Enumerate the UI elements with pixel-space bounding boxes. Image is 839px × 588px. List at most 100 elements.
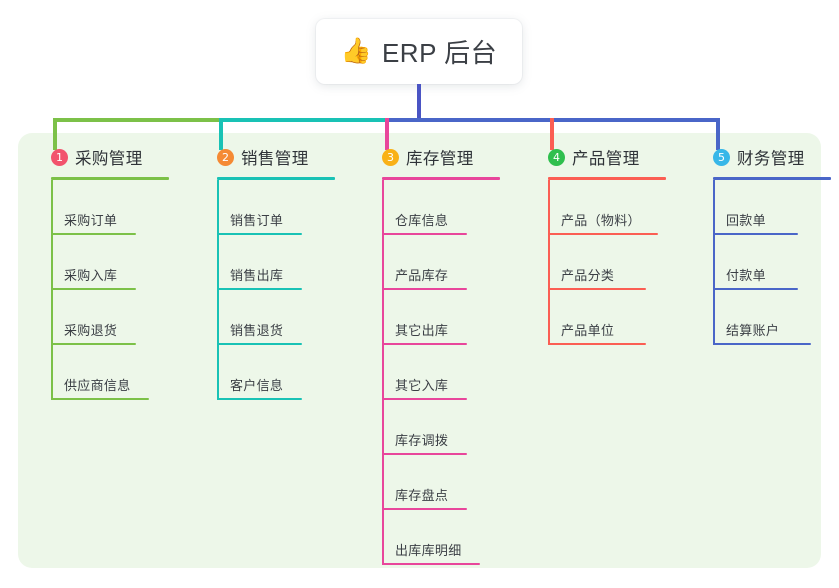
leaf-list: 销售订单销售出库销售退货客户信息 xyxy=(196,180,335,400)
branch-number-badge: 2 xyxy=(217,148,234,166)
branch-header-underline xyxy=(548,177,666,180)
leaf-item-underline xyxy=(713,233,798,235)
leaf-list: 采购订单采购入库采购退货供应商信息 xyxy=(30,180,169,400)
branch-header-4[interactable]: 4 产品管理 xyxy=(527,145,666,169)
leaf-item[interactable]: 产品（物料） xyxy=(527,180,666,235)
root-title: ERP 后台 xyxy=(381,38,498,68)
leaf-spine xyxy=(217,180,219,400)
leaf-item-underline xyxy=(217,398,302,400)
branch-title: 产品管理 xyxy=(572,150,640,168)
leaf-spine xyxy=(548,180,550,345)
branch-number-badge: 1 xyxy=(51,148,68,166)
leaf-item-underline xyxy=(382,508,467,510)
leaf-item-underline xyxy=(217,288,302,290)
leaf-item-underline xyxy=(382,453,467,455)
branch-header-underline xyxy=(217,177,335,180)
leaf-item-label: 产品分类 xyxy=(561,268,615,283)
leaf-item-label: 供应商信息 xyxy=(64,378,131,393)
branch-header-3[interactable]: 3 库存管理 xyxy=(361,145,500,169)
leaf-item[interactable]: 采购入库 xyxy=(30,235,169,290)
leaf-item-label: 销售订单 xyxy=(230,213,284,228)
branch-number-badge: 3 xyxy=(382,148,399,166)
leaf-item[interactable]: 销售退货 xyxy=(196,290,335,345)
leaf-item[interactable]: 付款单 xyxy=(692,235,831,290)
leaf-item-underline xyxy=(713,343,811,345)
branches-panel xyxy=(18,133,821,568)
leaf-item[interactable]: 销售订单 xyxy=(196,180,335,235)
leaf-item[interactable]: 其它出库 xyxy=(361,290,500,345)
branch-column-5: 5 财务管理回款单付款单结算账户 xyxy=(692,145,831,345)
leaf-item[interactable]: 产品库存 xyxy=(361,235,500,290)
leaf-spine xyxy=(51,180,53,400)
leaf-item[interactable]: 仓库信息 xyxy=(361,180,500,235)
leaf-item-label: 仓库信息 xyxy=(395,213,449,228)
leaf-list: 仓库信息产品库存其它出库其它入库库存调拨库存盘点出库库明细 xyxy=(361,180,500,565)
leaf-item-label: 采购退货 xyxy=(64,323,118,338)
leaf-item-label: 其它入库 xyxy=(395,378,449,393)
leaf-item-underline xyxy=(548,233,658,235)
leaf-item-underline xyxy=(382,398,467,400)
leaf-list: 产品（物料） 产品分类产品单位 xyxy=(527,180,666,345)
leaf-item-underline xyxy=(217,343,302,345)
branch-header-underline xyxy=(51,177,169,180)
leaf-item-label: 产品（物料） xyxy=(561,213,641,228)
leaf-item[interactable]: 客户信息 xyxy=(196,345,335,400)
leaf-item-label: 结算账户 xyxy=(726,323,780,338)
leaf-item-label: 其它出库 xyxy=(395,323,449,338)
leaf-item[interactable]: 库存盘点 xyxy=(361,455,500,510)
leaf-item-label: 采购入库 xyxy=(64,268,118,283)
leaf-item-label: 库存调拨 xyxy=(395,433,449,448)
branch-header-underline xyxy=(713,177,831,180)
branch-column-3: 3 库存管理仓库信息产品库存其它出库其它入库库存调拨库存盘点出库库明细 xyxy=(361,145,500,565)
thumbs-up-icon: 👍 xyxy=(340,37,372,65)
branch-title: 财务管理 xyxy=(737,150,805,168)
branch-number-badge: 5 xyxy=(713,148,730,166)
branch-number-badge: 4 xyxy=(548,148,565,166)
leaf-item[interactable]: 产品分类 xyxy=(527,235,666,290)
leaf-item-underline xyxy=(382,233,467,235)
leaf-item[interactable]: 供应商信息 xyxy=(30,345,169,400)
leaf-item[interactable]: 库存调拨 xyxy=(361,400,500,455)
leaf-item[interactable]: 其它入库 xyxy=(361,345,500,400)
branch-title: 销售管理 xyxy=(241,150,309,168)
leaf-item-underline xyxy=(51,233,136,235)
branch-column-1: 1 采购管理采购订单采购入库采购退货供应商信息 xyxy=(30,145,169,400)
leaf-item[interactable]: 采购订单 xyxy=(30,180,169,235)
leaf-item[interactable]: 回款单 xyxy=(692,180,831,235)
leaf-item-underline xyxy=(548,288,646,290)
leaf-item-underline xyxy=(51,343,136,345)
leaf-item[interactable]: 结算账户 xyxy=(692,290,831,345)
branch-title: 库存管理 xyxy=(406,150,474,168)
leaf-item-label: 出库库明细 xyxy=(395,543,462,558)
leaf-item-underline xyxy=(713,288,798,290)
leaf-spine xyxy=(382,180,384,565)
leaf-item-label: 客户信息 xyxy=(230,378,284,393)
branch-header-1[interactable]: 1 采购管理 xyxy=(30,145,169,169)
leaf-item-label: 回款单 xyxy=(726,213,766,228)
branch-header-2[interactable]: 2 销售管理 xyxy=(196,145,335,169)
leaf-item-underline xyxy=(548,343,646,345)
branch-title: 采购管理 xyxy=(75,150,143,168)
leaf-item-label: 付款单 xyxy=(726,268,766,283)
leaf-item-label: 销售退货 xyxy=(230,323,284,338)
branch-column-4: 4 产品管理产品（物料） 产品分类产品单位 xyxy=(527,145,666,345)
leaf-item[interactable]: 产品单位 xyxy=(527,290,666,345)
leaf-item-label: 销售出库 xyxy=(230,268,284,283)
leaf-item[interactable]: 销售出库 xyxy=(196,235,335,290)
leaf-item-label: 库存盘点 xyxy=(395,488,449,503)
leaf-item-underline xyxy=(382,563,480,565)
leaf-item-underline xyxy=(51,398,149,400)
leaf-item-label: 产品单位 xyxy=(561,323,615,338)
branch-header-underline xyxy=(382,177,500,180)
leaf-item-underline xyxy=(382,343,467,345)
leaf-item[interactable]: 出库库明细 xyxy=(361,510,500,565)
root-node[interactable]: 👍 ERP 后台 xyxy=(316,19,522,84)
leaf-item-underline xyxy=(217,233,302,235)
leaf-item-underline xyxy=(51,288,136,290)
branch-header-5[interactable]: 5 财务管理 xyxy=(692,145,831,169)
leaf-item-underline xyxy=(382,288,467,290)
leaf-item-label: 采购订单 xyxy=(64,213,118,228)
leaf-item-label: 产品库存 xyxy=(395,268,449,283)
leaf-item[interactable]: 采购退货 xyxy=(30,290,169,345)
